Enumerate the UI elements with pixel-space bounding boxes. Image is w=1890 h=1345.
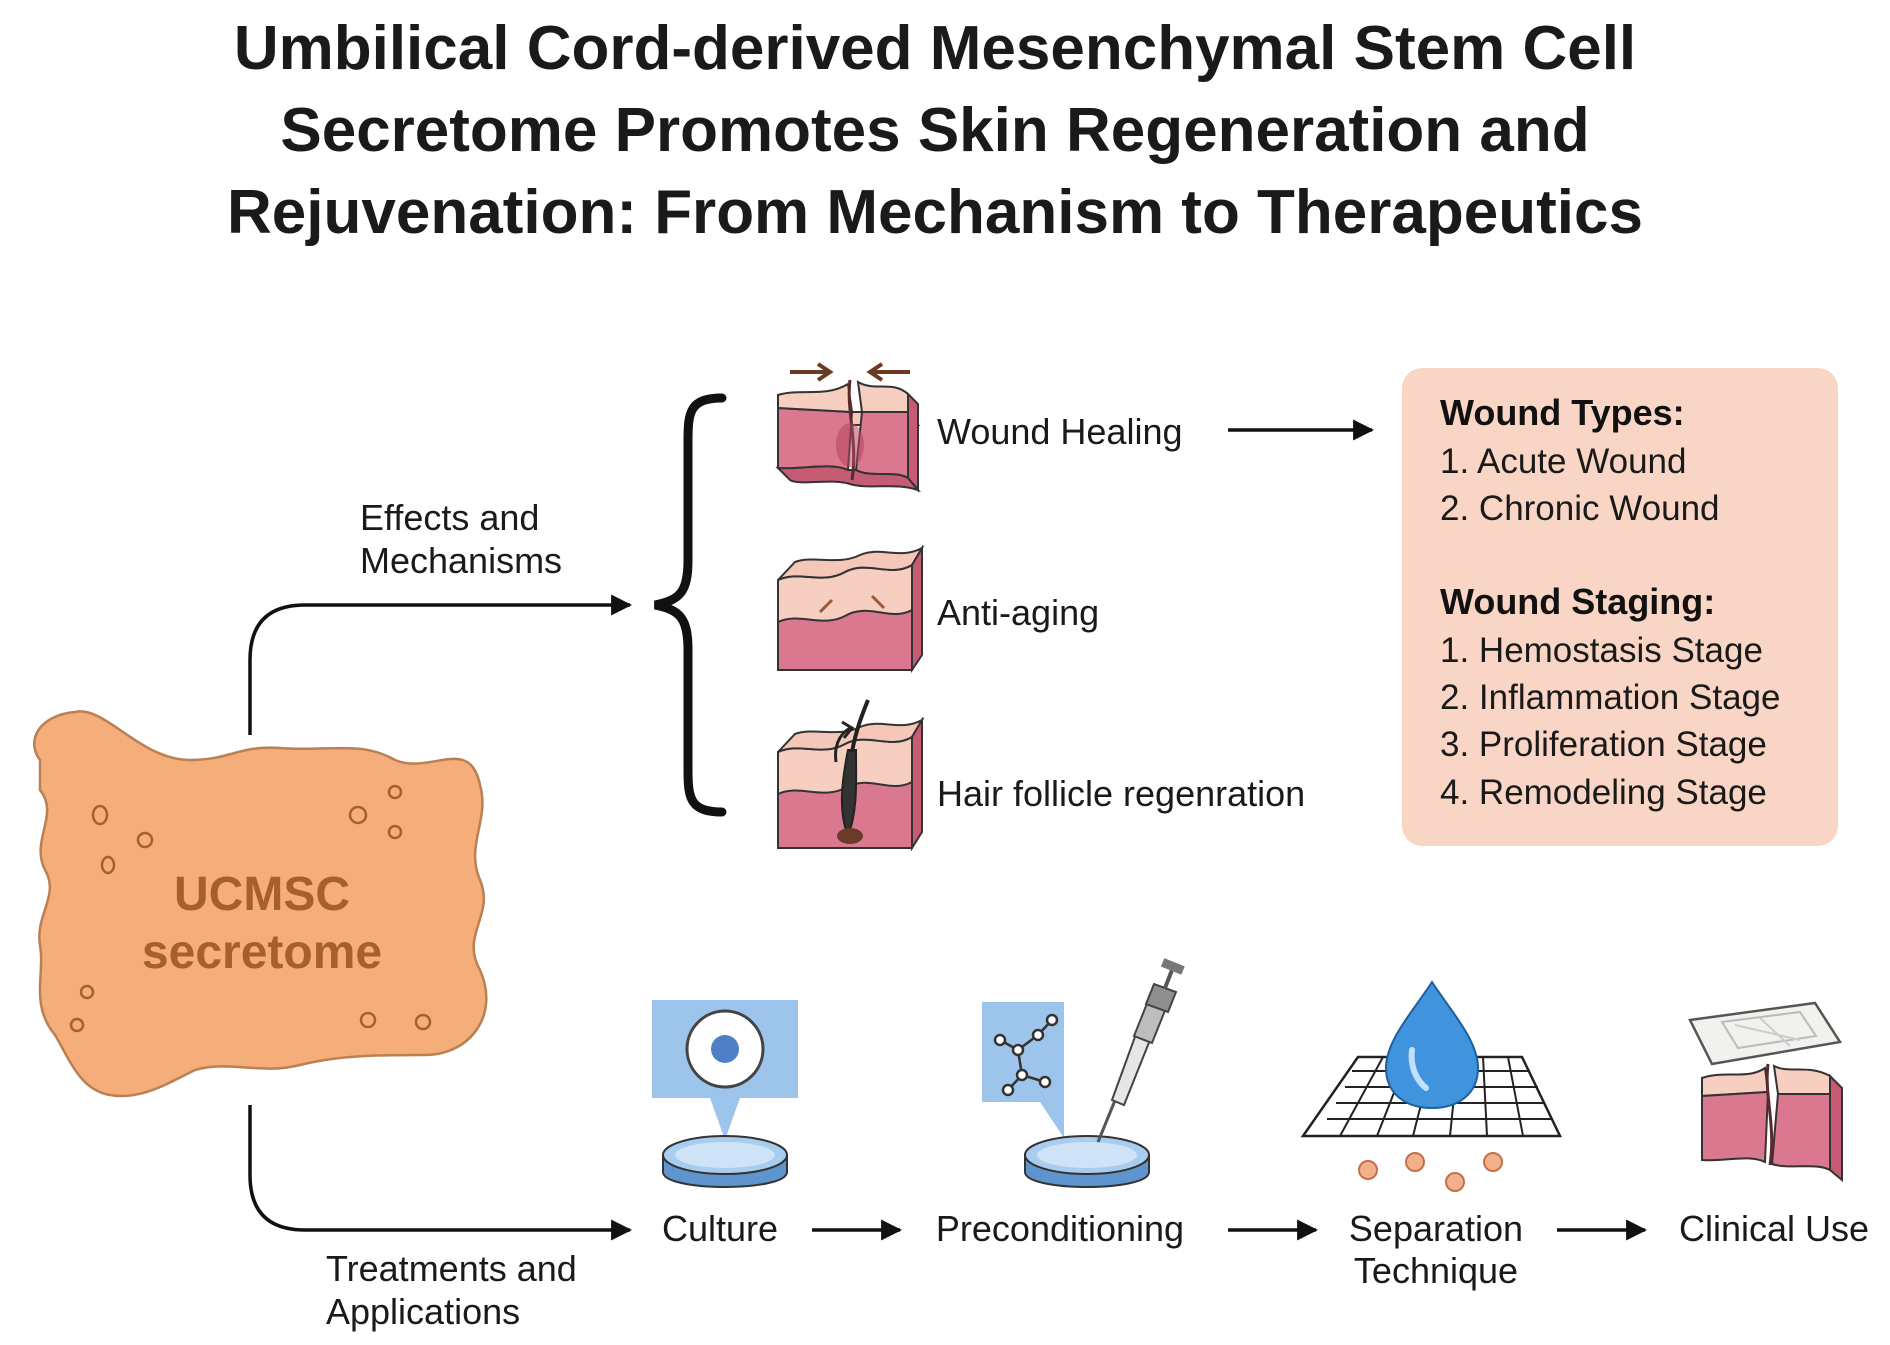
vesicle-dot — [91, 804, 109, 826]
effects-curly-brace — [654, 393, 727, 817]
effect-label-wound-healing: Wound Healing — [937, 411, 1183, 452]
filtered-particle — [1358, 1160, 1378, 1180]
vesicle-dot — [387, 824, 403, 840]
wound-type-item: 2. Chronic Wound — [1440, 489, 1720, 528]
vesicle-dot — [348, 805, 368, 825]
vesicle-dot — [136, 831, 154, 849]
process-label-culture: Culture — [662, 1208, 778, 1249]
process-label-separation-line-2: Technique — [1354, 1250, 1518, 1291]
treatments-branch-label-line-2: Applications — [326, 1291, 520, 1332]
process-label-separation-line-1: Separation — [1349, 1208, 1523, 1249]
wound-types-heading: Wound Types: — [1440, 392, 1685, 433]
vesicle-dot — [359, 1011, 377, 1029]
title-line-1: Umbilical Cord-derived Mesenchymal Stem … — [233, 14, 1637, 83]
vesicle-dot — [79, 984, 95, 1000]
blob-label-line-2: secretome — [142, 926, 382, 979]
title-line-2: Secretome Promotes Skin Regeneration and — [280, 96, 1590, 165]
molecule-graph — [993, 1013, 1059, 1097]
droplet-filter-icon — [1300, 980, 1562, 1192]
petri-dish-cell-icon — [652, 1000, 798, 1188]
wound-stage-item: 4. Remodeling Stage — [1440, 773, 1767, 812]
process-label-clinical-use: Clinical Use — [1679, 1208, 1869, 1249]
title-line-3: Rejuvenation: From Mechanism to Therapeu… — [227, 178, 1643, 247]
effects-branch-label-line-1: Effects and — [360, 497, 539, 538]
filtered-particles — [1358, 1152, 1503, 1192]
dressing-skin-icon — [1688, 1001, 1843, 1183]
blob-vesicles — [69, 784, 432, 1033]
skin-wrinkle-icon — [777, 544, 925, 674]
effect-label-hair-follicle: Hair follicle regenration — [937, 773, 1305, 814]
vesicle-dot — [414, 1013, 432, 1031]
wound-dressing — [1688, 1001, 1843, 1066]
wound-stage-item: 1. Hemostasis Stage — [1440, 631, 1763, 670]
ucmsc-secretome-blob: UCMSC secretome — [33, 710, 488, 1098]
skin-wound-icon — [775, 362, 922, 493]
page-title: Umbilical Cord-derived Mesenchymal Stem … — [0, 8, 1870, 254]
skin-hair-follicle-icon — [777, 699, 925, 852]
vesicle-dot — [100, 855, 116, 875]
pipette — [1096, 958, 1185, 1143]
treatments-branch-arrow — [248, 1105, 633, 1241]
vesicle-dot — [387, 784, 403, 800]
vesicle-dot — [69, 1017, 85, 1033]
effects-branch-arrow — [248, 594, 633, 735]
wound-staging-heading: Wound Staging: — [1440, 581, 1715, 622]
pipette-molecule-icon — [982, 958, 1185, 1188]
blob-label-line-1: UCMSC — [174, 868, 350, 921]
blob-shape — [33, 710, 488, 1098]
wound-stage-item: 2. Inflammation Stage — [1440, 678, 1780, 717]
effects-branch-label-line-2: Mechanisms — [360, 540, 562, 581]
effect-label-anti-aging: Anti-aging — [937, 592, 1099, 633]
wound-stage-item: 3. Proliferation Stage — [1440, 725, 1767, 764]
wound-info-box-bg — [1402, 368, 1838, 846]
filtered-particle — [1483, 1152, 1503, 1172]
treatments-branch-label-line-1: Treatments and — [326, 1248, 577, 1289]
filtered-particle — [1445, 1172, 1465, 1192]
process-label-preconditioning: Preconditioning — [936, 1208, 1184, 1249]
wound-type-item: 1. Acute Wound — [1440, 442, 1686, 481]
filtered-particle — [1405, 1152, 1425, 1172]
wound-info-box: Wound Types: 1. Acute Wound 2. Chronic W… — [1402, 368, 1838, 846]
